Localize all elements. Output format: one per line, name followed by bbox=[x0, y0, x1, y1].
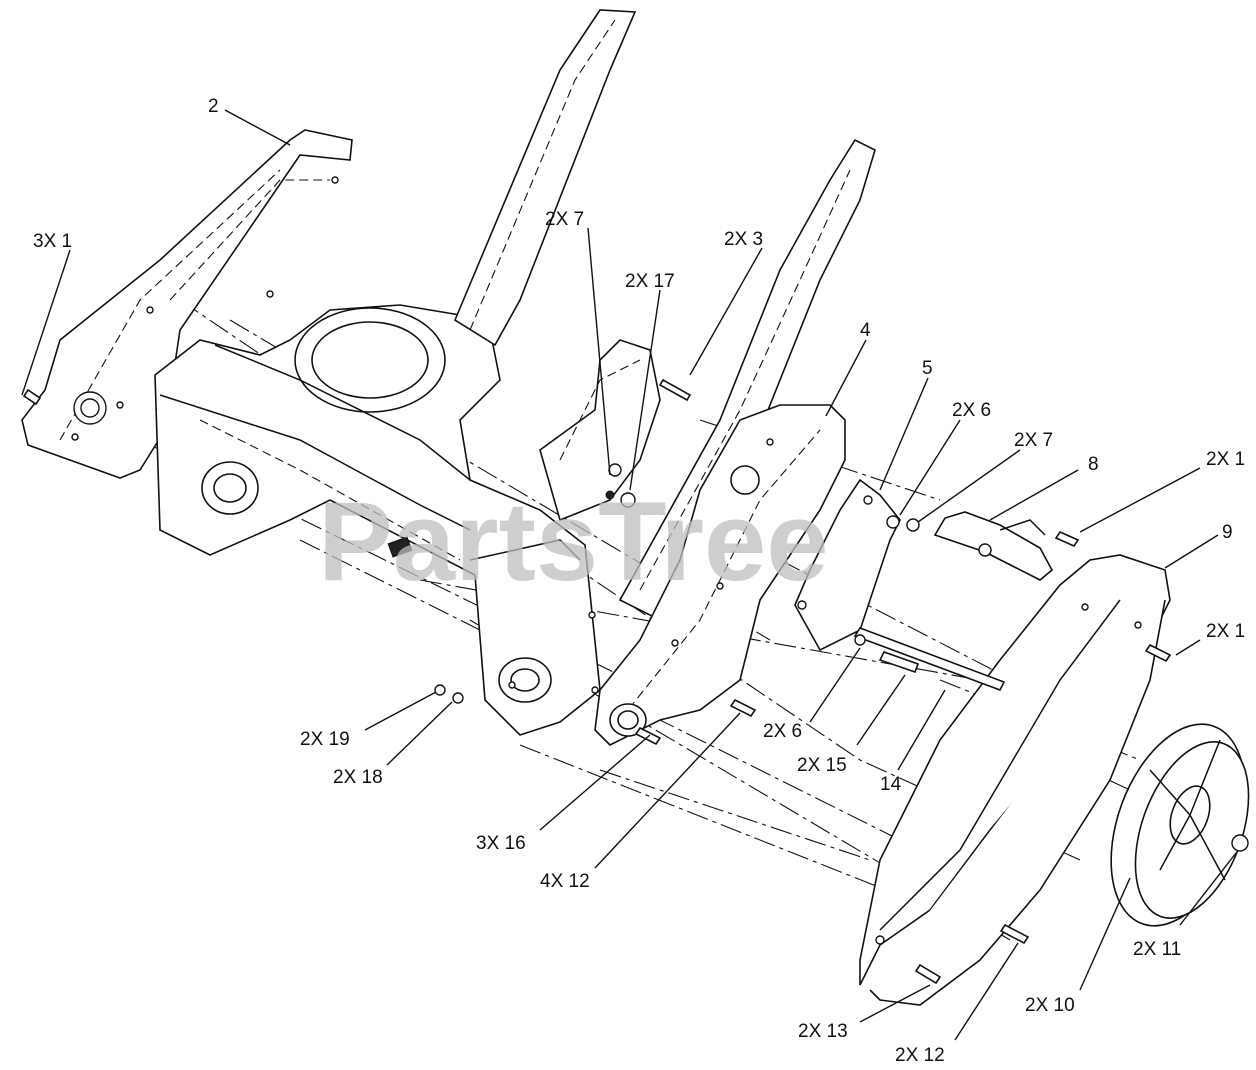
wheel bbox=[1110, 723, 1250, 927]
left-side-housing bbox=[21, 129, 353, 479]
lever-bracket bbox=[933, 511, 1054, 581]
callout-5: 5 bbox=[922, 358, 933, 379]
left-handle bbox=[453, 9, 637, 347]
hardware bbox=[22, 378, 1249, 985]
leader-lines bbox=[21, 109, 1237, 1041]
callout-2x18: 2X 18 bbox=[333, 767, 383, 788]
small-bracket bbox=[539, 339, 661, 522]
callout-2x1-b: 2X 1 bbox=[1206, 621, 1245, 642]
right-side-housing bbox=[859, 554, 1171, 1006]
callout-4: 4 bbox=[860, 320, 871, 341]
callout-2x10: 2X 10 bbox=[1025, 995, 1075, 1016]
callout-2x7-a: 2X 7 bbox=[545, 209, 584, 230]
callout-2x6-a: 2X 6 bbox=[952, 400, 991, 421]
callout-9: 9 bbox=[1222, 522, 1233, 543]
callout-2: 2 bbox=[208, 96, 219, 117]
mounting-plate bbox=[794, 478, 901, 652]
callout-4x12: 4X 12 bbox=[540, 871, 590, 892]
auger-housing bbox=[154, 304, 601, 736]
callout-2x11: 2X 11 bbox=[1133, 939, 1181, 960]
callout-2x7-b: 2X 7 bbox=[1014, 430, 1053, 451]
spacer-tube bbox=[878, 651, 920, 674]
axle-shaft bbox=[853, 627, 1006, 692]
callout-2x3: 2X 3 bbox=[724, 229, 763, 250]
callout-2x1-a: 2X 1 bbox=[1206, 449, 1245, 470]
callout-2x13: 2X 13 bbox=[798, 1021, 848, 1042]
callout-2x17: 2X 17 bbox=[625, 271, 675, 292]
right-side-plate bbox=[594, 404, 846, 746]
callout-14: 14 bbox=[880, 774, 902, 795]
callout-labels: 2 3X 1 2X 7 2X 3 2X 17 4 5 2X 6 2X 7 8 2… bbox=[33, 96, 1245, 1066]
callout-3x1: 3X 1 bbox=[33, 231, 72, 252]
callout-2x12: 2X 12 bbox=[895, 1045, 945, 1066]
watermark-text: PartsTree bbox=[318, 479, 829, 604]
callout-8: 8 bbox=[1088, 454, 1099, 475]
callout-2x6-b: 2X 6 bbox=[763, 721, 802, 742]
callout-2x15: 2X 15 bbox=[797, 755, 847, 776]
callout-3x16: 3X 16 bbox=[476, 833, 526, 854]
callout-2x19: 2X 19 bbox=[300, 729, 350, 750]
